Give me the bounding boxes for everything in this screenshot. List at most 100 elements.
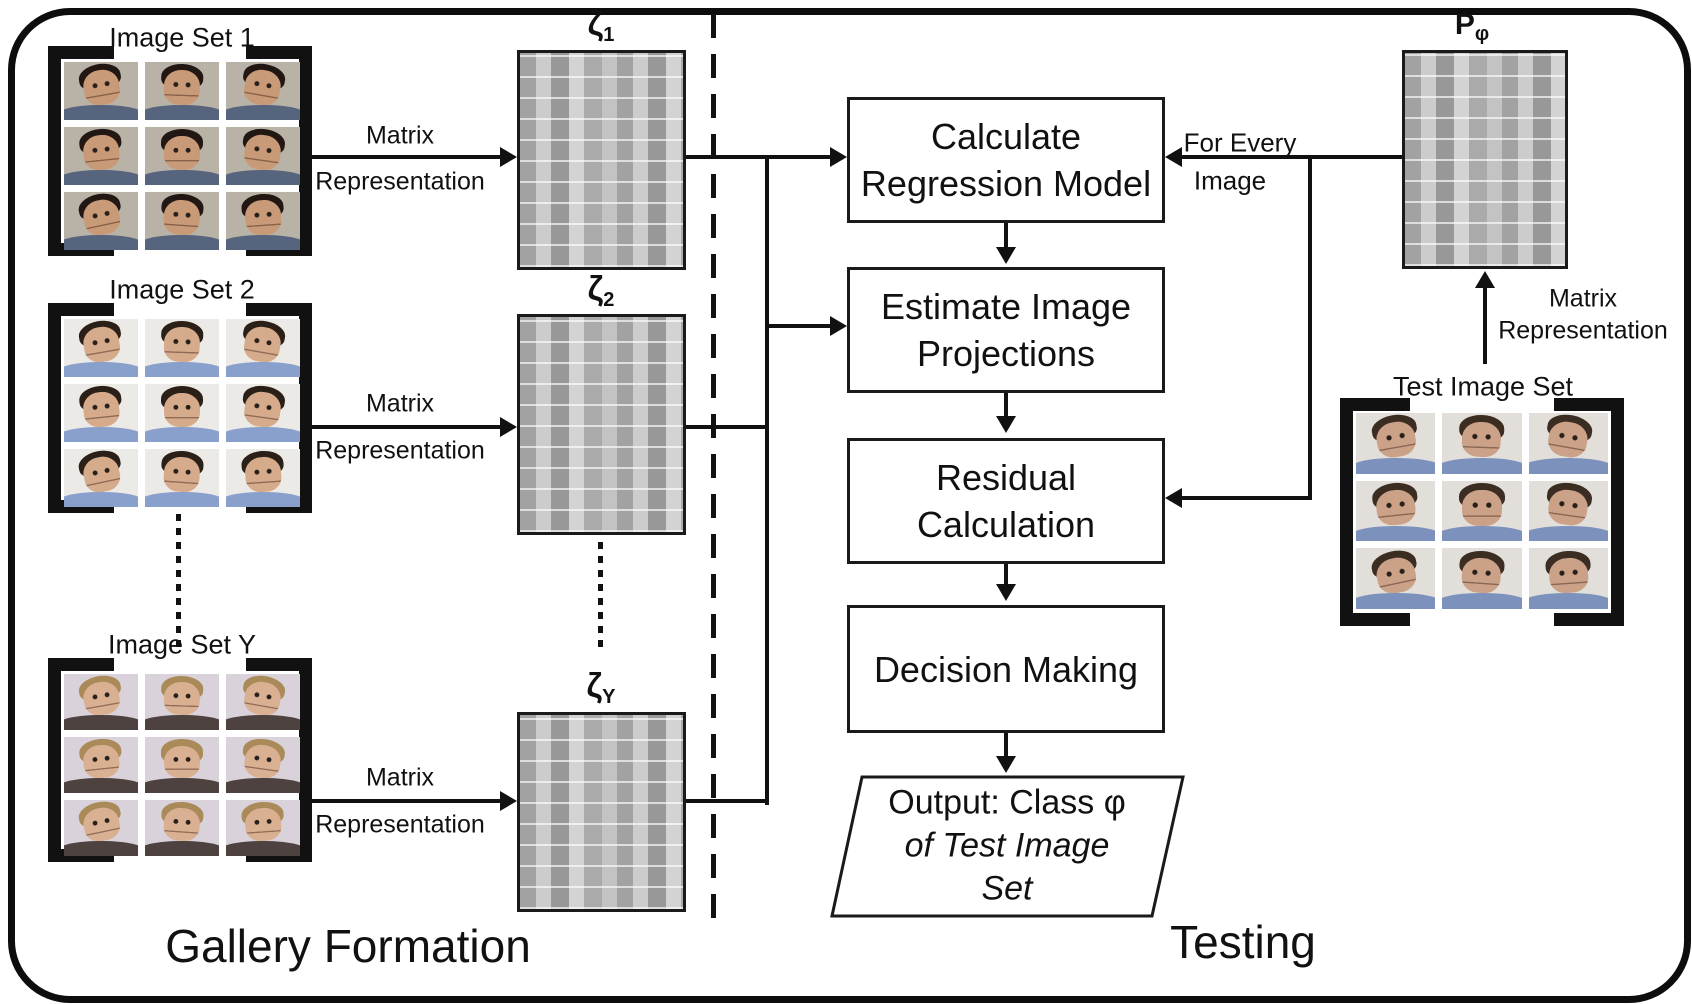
face-photo — [226, 737, 300, 793]
flow-arrow-line — [1004, 564, 1008, 585]
arrowhead-left-icon — [1165, 147, 1182, 167]
estimate-input-line — [767, 324, 831, 328]
face-photo — [145, 800, 219, 856]
face-photo — [145, 127, 219, 185]
face-photo — [226, 319, 300, 377]
face-photo — [226, 62, 300, 120]
face-photo — [64, 674, 138, 730]
face-photo — [1356, 413, 1436, 474]
estimate-image-projections-box: Estimate Image Projections — [847, 267, 1165, 393]
matrix-representation-arrow-3 — [312, 799, 502, 803]
ellipsis-dotted-line-sets — [176, 514, 181, 652]
zeta-y-matrix — [517, 712, 686, 912]
face-photo — [1528, 413, 1608, 474]
face-photo — [1356, 480, 1436, 542]
face-photo — [145, 319, 219, 377]
zeta-2-label: ζ2 — [587, 270, 615, 311]
for-every-image-label-line2: Image — [1193, 165, 1267, 196]
matrix-representation-label-1-line2: Representation — [315, 167, 485, 196]
image-set-2-label: Image Set 2 — [109, 274, 255, 305]
face-photo — [1442, 480, 1522, 542]
flow-arrow-line — [1004, 393, 1008, 417]
calculate-regression-model-box: Calculate Regression Model — [847, 97, 1165, 223]
arrowhead-right-icon — [500, 147, 517, 167]
matrix-representation-arrow-1 — [312, 155, 502, 159]
box-text-line: Calculate — [930, 116, 1082, 157]
arrowhead-right-icon — [830, 316, 847, 336]
arrowhead-up-icon — [1475, 271, 1495, 288]
face-photo — [1356, 548, 1436, 609]
box-text-line: Calculation — [916, 504, 1096, 545]
flow-arrow-line — [1004, 223, 1008, 248]
face-photo — [1442, 413, 1522, 474]
box-text-line: Regression Model — [860, 163, 1152, 204]
image-set-y-grid — [64, 674, 300, 856]
face-photo — [64, 384, 138, 442]
arrowhead-down-icon — [996, 247, 1016, 264]
face-photo — [226, 192, 300, 250]
test-matrix-representation-line — [1483, 287, 1487, 364]
section-divider-dashed-line — [711, 14, 716, 932]
arrowhead-down-icon — [996, 584, 1016, 601]
gallery-formation-section-label: Gallery Formation — [165, 920, 531, 972]
matrix-representation-label-2-line1: Matrix — [365, 389, 435, 418]
decision-making-box: Decision Making — [847, 605, 1165, 733]
matrix-representation-label-3-line2: Representation — [315, 810, 485, 839]
residual-calculation-box: Residual Calculation — [847, 438, 1165, 564]
zeta1-output-line — [686, 155, 831, 159]
face-photo — [1528, 480, 1608, 542]
face-photo — [64, 319, 138, 377]
image-set-y-label: Image Set Y — [107, 629, 257, 660]
face-photo — [1442, 548, 1522, 609]
arrowhead-down-icon — [996, 416, 1016, 433]
face-photo — [64, 192, 138, 250]
test-to-residual-vertical-line — [1308, 157, 1312, 500]
outer-border — [8, 8, 1691, 1003]
face-photo — [145, 192, 219, 250]
matrix-representation-arrow-2 — [312, 425, 502, 429]
for-every-image-label-line1: For Every — [1183, 127, 1297, 158]
face-photo — [145, 62, 219, 120]
box-text-line: Residual — [935, 457, 1077, 498]
arrowhead-right-icon — [500, 417, 517, 437]
face-photo — [64, 800, 138, 856]
flow-arrow-line — [1004, 733, 1008, 757]
matrix-representation-label-right-line2: Representation — [1498, 316, 1668, 345]
zeta-2-matrix — [517, 314, 686, 535]
face-photo — [145, 737, 219, 793]
face-photo — [226, 800, 300, 856]
zeta2-output-line — [686, 425, 769, 429]
face-photo — [226, 127, 300, 185]
matrix-representation-label-right-line1: Matrix — [1548, 284, 1618, 313]
box-text-line: Projections — [916, 333, 1096, 374]
arrowhead-down-icon — [996, 756, 1016, 773]
face-photo — [64, 449, 138, 507]
image-set-1-grid — [64, 62, 300, 250]
output-text-line: of Test Image — [904, 826, 1110, 865]
face-photo — [64, 737, 138, 793]
zeta-y-label: ζY — [586, 667, 616, 708]
ellipsis-dotted-line-matrices — [598, 542, 603, 654]
arrowhead-left-icon — [1165, 488, 1182, 508]
output-parallelogram — [830, 775, 1185, 918]
face-photo — [145, 449, 219, 507]
image-set-1-label: Image Set 1 — [109, 22, 255, 53]
face-photo — [226, 674, 300, 730]
matrix-representation-label-3-line1: Matrix — [365, 763, 435, 792]
face-photo — [145, 384, 219, 442]
box-text-line: Estimate Image — [880, 286, 1132, 327]
face-photo — [64, 62, 138, 120]
image-set-2-grid — [64, 319, 300, 507]
p-phi-matrix — [1402, 50, 1568, 269]
test-to-residual-horizontal-line — [1181, 496, 1312, 500]
for-every-image-line — [1181, 155, 1402, 159]
face-photo — [226, 384, 300, 442]
test-image-set-label: Test Image Set — [1392, 371, 1574, 402]
arrowhead-right-icon — [830, 147, 847, 167]
zeta-1-matrix — [517, 50, 686, 270]
face-photo — [145, 674, 219, 730]
bus-vertical-line — [765, 155, 769, 805]
face-photo — [226, 449, 300, 507]
face-photo — [64, 127, 138, 185]
